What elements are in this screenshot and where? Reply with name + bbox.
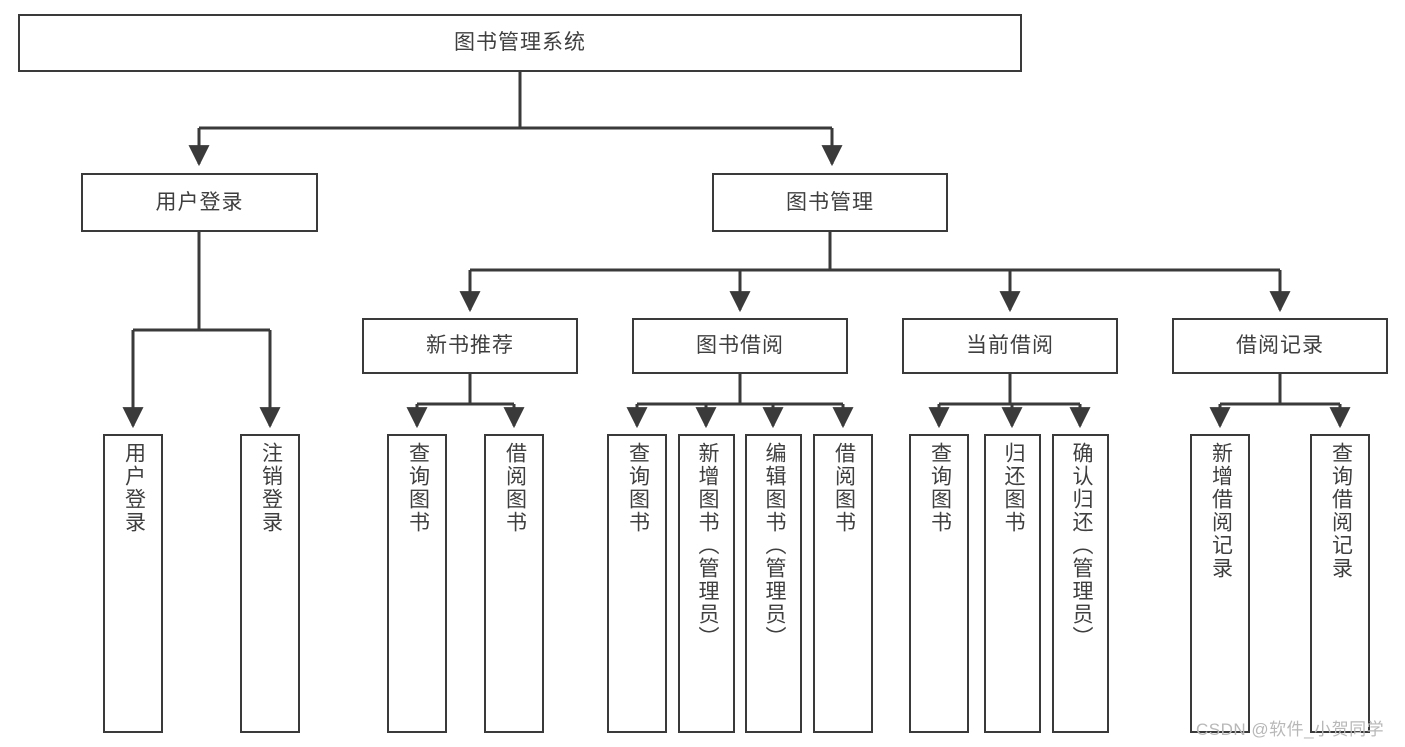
node-leaf-confirm-return[interactable]: 确认归还（管理员） [1052,434,1109,733]
node-borrow-record[interactable]: 借阅记录 [1172,318,1388,374]
node-leaf-borrow-book-1[interactable]: 借阅图书 [484,434,544,733]
edge-root-to-level2 [188,72,843,167]
node-leaf-query-book-3[interactable]: 查询图书 [909,434,969,733]
leaf-label: 借阅图书 [832,442,856,534]
node-leaf-return-book[interactable]: 归还图书 [984,434,1041,733]
edge-bookborrow-to-leaves [626,374,854,429]
leaf-label: 用户登录 [122,442,146,534]
node-leaf-edit-book[interactable]: 编辑图书（管理员） [745,434,802,733]
csdn-watermark: CSDN @软件_小贺同学 [1196,720,1385,739]
node-leaf-query-record[interactable]: 查询借阅记录 [1310,434,1370,733]
node-leaf-logout[interactable]: 注销登录 [240,434,300,733]
node-current-borrow[interactable]: 当前借阅 [902,318,1118,374]
node-new-book-recommend[interactable]: 新书推荐 [362,318,578,374]
leaf-label: 新增图书（管理员） [695,442,719,649]
node-book-borrow[interactable]: 图书借阅 [632,318,848,374]
node-user-login[interactable]: 用户登录 [81,173,318,232]
leaf-label: 查询图书 [626,442,650,534]
node-leaf-add-book[interactable]: 新增图书（管理员） [678,434,735,733]
leaf-label: 确认归还（管理员） [1069,442,1093,649]
node-root[interactable]: 图书管理系统 [18,14,1022,72]
leaf-label: 查询图书 [928,442,952,534]
leaf-label: 注销登录 [259,442,283,534]
edge-currentborrow-to-leaves [928,374,1091,429]
node-leaf-add-record[interactable]: 新增借阅记录 [1190,434,1250,733]
leaf-label: 归还图书 [1001,442,1025,534]
edge-newbook-to-leaves [406,374,525,429]
leaf-label: 查询借阅记录 [1329,442,1353,580]
node-leaf-query-book-2[interactable]: 查询图书 [607,434,667,733]
edge-borrowrecord-to-leaves [1209,374,1351,429]
node-leaf-query-book-1[interactable]: 查询图书 [387,434,447,733]
leaf-label: 查询图书 [406,442,430,534]
node-book-manage[interactable]: 图书管理 [712,173,948,232]
edge-bookmanage-to-level3 [459,232,1291,313]
leaf-label: 编辑图书（管理员） [762,442,786,649]
node-leaf-borrow-book-2[interactable]: 借阅图书 [813,434,873,733]
leaf-label: 借阅图书 [503,442,527,534]
edge-userlogin-to-leaves [122,232,281,429]
node-leaf-user-login[interactable]: 用户登录 [103,434,163,733]
leaf-label: 新增借阅记录 [1209,442,1233,580]
